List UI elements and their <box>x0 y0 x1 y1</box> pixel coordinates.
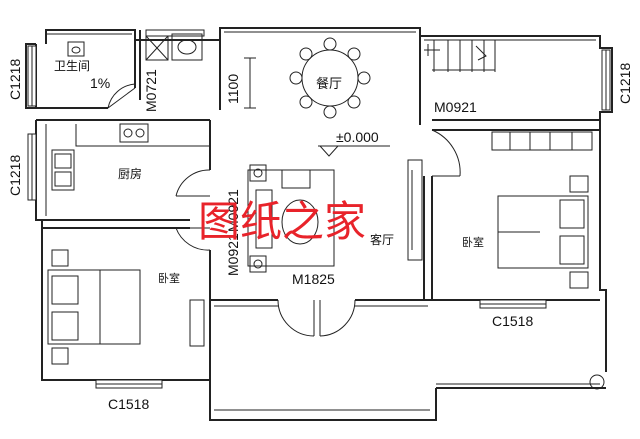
stove <box>119 123 149 143</box>
window-label-right: C1218 <box>617 63 633 104</box>
room-label-dining: 餐厅 <box>316 76 342 92</box>
door-label-toilet: M0721 <box>143 69 159 112</box>
wardrobe <box>491 131 593 151</box>
room-label-living: 客厅 <box>370 232 394 247</box>
window-right <box>601 49 611 111</box>
watermark: 图纸之家 <box>198 197 366 246</box>
door-label-kitchen: M0921 <box>225 189 241 232</box>
door-toilet <box>107 83 136 109</box>
interior-walls <box>36 30 600 380</box>
left-bedroom-cabinet <box>189 299 205 347</box>
kitchen-sink <box>51 149 75 191</box>
elevation-marker <box>318 145 390 157</box>
door-label-bedroom-left: M0921 <box>225 233 241 276</box>
dimension-marker <box>244 57 256 109</box>
door-label-main: M1825 <box>292 271 335 287</box>
window-top-left <box>27 45 37 107</box>
door-label-bedroom-right: M0921 <box>434 99 477 115</box>
door-bedroom-right <box>431 129 461 177</box>
window-bottom-left <box>95 379 163 389</box>
sofa-set <box>247 164 335 273</box>
tv-cabinet <box>407 159 423 261</box>
door-bedroom-left <box>175 227 211 251</box>
toilet-slope-label: 1% <box>90 75 110 91</box>
elevation-label: ±0.000 <box>336 129 379 145</box>
kitchen-counter <box>45 124 210 216</box>
corner-column <box>589 374 605 390</box>
door-kitchen <box>175 169 211 197</box>
room-label-kitchen: 厨房 <box>118 166 142 181</box>
window-label-bottom-right: C1518 <box>492 313 533 329</box>
bed-right <box>497 175 589 289</box>
shower-cross <box>145 35 169 61</box>
room-label-bedroom-right: 卧室 <box>462 235 484 249</box>
dimension-label: 1100 <box>225 74 241 104</box>
bed-left <box>47 249 141 365</box>
window-label-top-left: C1218 <box>7 59 23 100</box>
door-main <box>277 299 356 337</box>
window-label-mid-left: C1218 <box>7 155 23 196</box>
staircase <box>424 40 496 72</box>
window-toilet-top <box>145 29 205 37</box>
toilet-fixture <box>67 41 85 57</box>
window-label-bottom-left: C1518 <box>108 396 149 412</box>
room-label-toilet: 卫生间 <box>54 59 90 73</box>
dining-table <box>289 37 371 119</box>
wash-basin <box>171 33 203 61</box>
window-mid-left <box>27 133 37 201</box>
window-bottom-right <box>479 299 547 309</box>
room-label-bedroom-left: 卧室 <box>158 271 180 285</box>
